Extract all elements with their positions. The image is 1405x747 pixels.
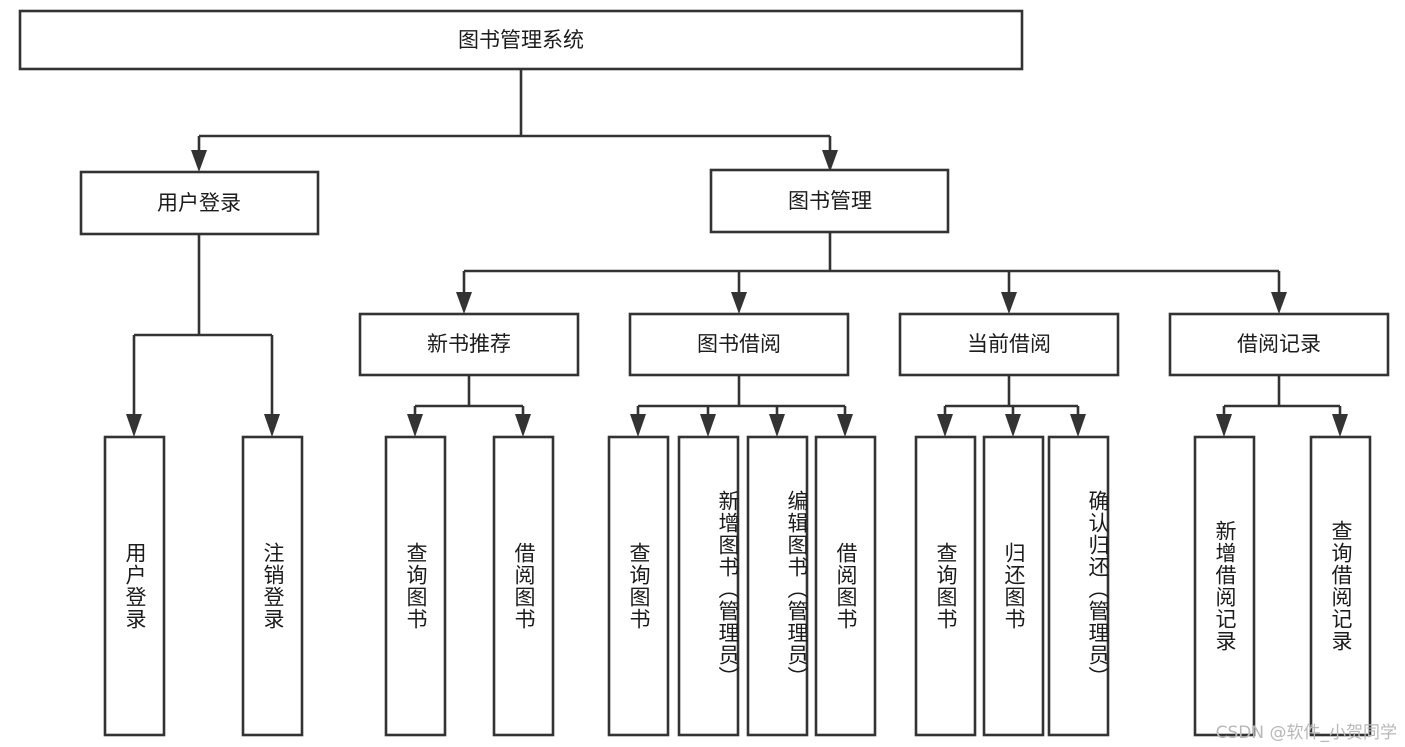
- csdn-watermark: CSDN @软件_小贺同学: [1215, 723, 1397, 743]
- node-box-leaf-query-book-3[interactable]: [914, 435, 977, 737]
- node-box-root[interactable]: [18, 9, 1024, 71]
- arrow-to-leaf-query-book-3: [937, 414, 953, 437]
- node-box-book-borrow[interactable]: [628, 312, 850, 377]
- node-label-book-borrow: 图书借阅: [697, 332, 781, 356]
- arrow-to-leaf-query-record: [1332, 414, 1348, 437]
- arrow-to-new-book-recommend: [456, 292, 472, 314]
- node-box-leaf-borrow-book-1[interactable]: [492, 435, 555, 737]
- edges-group: [126, 69, 1348, 437]
- arrow-to-leaf-borrow-book-1: [515, 414, 531, 437]
- arrow-to-leaf-user-login: [126, 414, 142, 437]
- node-box-leaf-add-record[interactable]: [1193, 435, 1256, 737]
- arrow-to-current-borrow: [1001, 292, 1017, 314]
- arrow-to-borrow-record: [1271, 292, 1287, 314]
- arrow-to-user-login: [191, 150, 207, 172]
- node-label-new-book-recommend: 新书推荐: [427, 332, 511, 356]
- node-box-leaf-user-login[interactable]: [103, 435, 166, 737]
- node-box-book-manage[interactable]: [709, 168, 950, 234]
- node-label-borrow-record: 借阅记录: [1237, 332, 1321, 356]
- node-box-leaf-query-book-1[interactable]: [384, 435, 447, 737]
- node-label-book-manage: 图书管理: [788, 189, 872, 213]
- arrow-to-leaf-query-book-2: [630, 414, 646, 437]
- node-box-leaf-query-record[interactable]: [1309, 435, 1372, 737]
- arrow-to-leaf-add-book: [700, 414, 716, 437]
- arrow-to-leaf-confirm-return: [1070, 414, 1086, 437]
- arrow-to-leaf-query-book-1: [407, 414, 423, 437]
- node-box-leaf-add-book[interactable]: [677, 435, 740, 737]
- arrow-to-leaf-edit-book: [769, 414, 785, 437]
- node-box-new-book-recommend[interactable]: [358, 312, 580, 377]
- arrow-to-book-manage: [822, 150, 838, 172]
- node-box-borrow-record[interactable]: [1168, 312, 1390, 377]
- node-box-current-borrow[interactable]: [898, 312, 1120, 377]
- node-box-leaf-confirm-return[interactable]: [1047, 435, 1110, 737]
- node-label-current-borrow: 当前借阅: [967, 332, 1051, 356]
- node-box-leaf-borrow-book-2[interactable]: [814, 435, 877, 737]
- arrow-to-leaf-borrow-book-2: [837, 414, 853, 437]
- node-label-root: 图书管理系统: [458, 28, 584, 52]
- nodes-group: 图书管理系统 用户登录 图书管理 新书推荐 图书借阅 当前借阅 借阅记录: [18, 9, 1390, 737]
- arrow-to-book-borrow: [731, 292, 747, 314]
- arrow-to-leaf-logout: [264, 414, 280, 437]
- node-box-leaf-return-book[interactable]: [982, 435, 1045, 737]
- node-box-leaf-logout[interactable]: [241, 435, 304, 737]
- node-box-user-login[interactable]: [79, 170, 320, 236]
- node-box-leaf-edit-book[interactable]: [746, 435, 809, 737]
- node-box-leaf-query-book-2[interactable]: [607, 435, 670, 737]
- arrow-to-leaf-return-book: [1005, 414, 1021, 437]
- arrow-to-leaf-add-record: [1216, 414, 1232, 437]
- node-label-user-login: 用户登录: [157, 191, 241, 215]
